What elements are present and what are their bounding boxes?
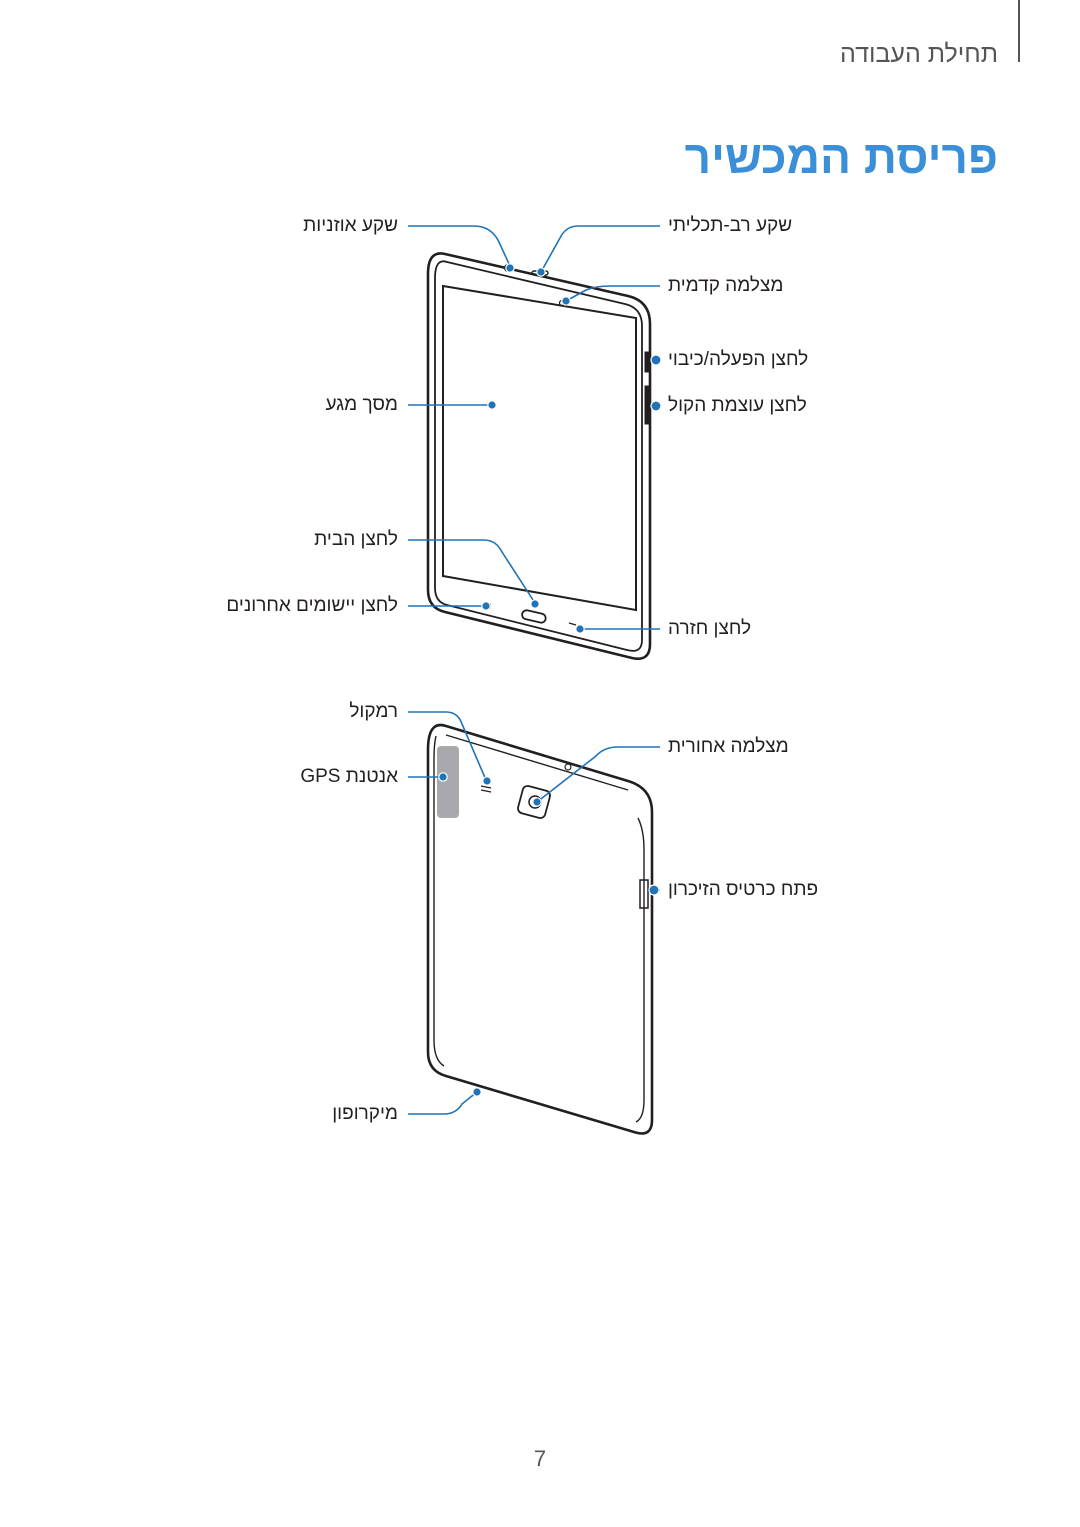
tablet-front-outer (426, 252, 652, 660)
callout-dot-back-key (575, 624, 585, 634)
home-button-shape (521, 609, 547, 624)
page-number: 7 (533, 1446, 547, 1471)
volume-key-shape (644, 385, 651, 425)
callout-back-button: לחצן חזרה (668, 618, 752, 639)
rear-camera-housing (517, 785, 551, 819)
callout-rear-camera: מצלמה אחורית (668, 736, 789, 757)
callout-dot-rear-camera (532, 797, 542, 807)
callout-line-rear-camera (536, 746, 660, 803)
callout-dot-touch-screen (487, 400, 497, 410)
callout-dot-headset-jack (505, 263, 515, 273)
callout-line-multipurpose-jack (540, 225, 660, 273)
callout-power-key: לחצן הפעלה/כיבוי (668, 349, 809, 370)
callout-speaker: רמקול (349, 701, 398, 722)
callout-line-microphone (408, 1091, 478, 1115)
callout-dot-volume-key (650, 400, 662, 412)
callout-dot-memory-card (648, 884, 660, 896)
callout-dot-home-button (530, 599, 540, 609)
tablet-back (426, 723, 654, 1135)
callout-line-front-camera (565, 285, 660, 302)
callout-touch-screen: מסך מגע (325, 394, 398, 415)
callout-recent-apps-button: לחצן יישומים אחרונים (226, 595, 398, 616)
callout-front-camera: מצלמה קדמית (668, 275, 784, 296)
back-key-shape (568, 622, 577, 626)
callout-dot-front-camera (561, 296, 571, 306)
callout-lines (408, 225, 660, 1115)
callout-memory-card-slot: פתח כרטיס הזיכרון (668, 879, 819, 900)
callout-dot-recent-apps (481, 601, 491, 611)
callout-volume-key: לחצן עוצמת הקול (668, 395, 807, 416)
callout-line-headset-jack (408, 225, 511, 267)
callout-dot-microphone (472, 1087, 482, 1097)
callout-dot-multipurpose-jack (536, 267, 546, 277)
page-title: פריסת המכשיר (684, 131, 998, 183)
callout-dot-speaker (482, 776, 492, 786)
touch-screen-area (442, 284, 637, 612)
callout-microphone: מיקרופון (332, 1103, 398, 1124)
callout-dot-power-key (650, 354, 662, 366)
callout-dots (438, 263, 662, 1097)
tablet-front (426, 252, 652, 660)
callout-gps-antenna: אנטנת GPS (300, 766, 398, 787)
tablet-back-outer (426, 723, 654, 1135)
speaker-grille (480, 785, 492, 793)
header-divider (1018, 0, 1020, 62)
power-key-shape (644, 351, 651, 373)
callout-home-button: לחצן הבית (314, 529, 398, 550)
rear-flash (564, 763, 572, 771)
callout-multipurpose-jack: שקע רב-תכליתי (668, 215, 793, 236)
bottom-jack-shape (529, 750, 545, 756)
tablet-back-ridge (433, 735, 645, 1123)
callout-headset-jack: שקע אוזניות (303, 215, 398, 236)
callout-dot-gps-antenna (438, 772, 448, 782)
memory-card-slot-shape (639, 879, 649, 909)
callout-line-speaker (408, 711, 487, 781)
section-header: תחילת העבודה (840, 40, 998, 68)
gps-antenna-area (437, 746, 459, 818)
tablet-back-top-edge (445, 734, 629, 791)
tablet-front-inner (434, 260, 643, 652)
callout-line-home-button (408, 539, 536, 604)
